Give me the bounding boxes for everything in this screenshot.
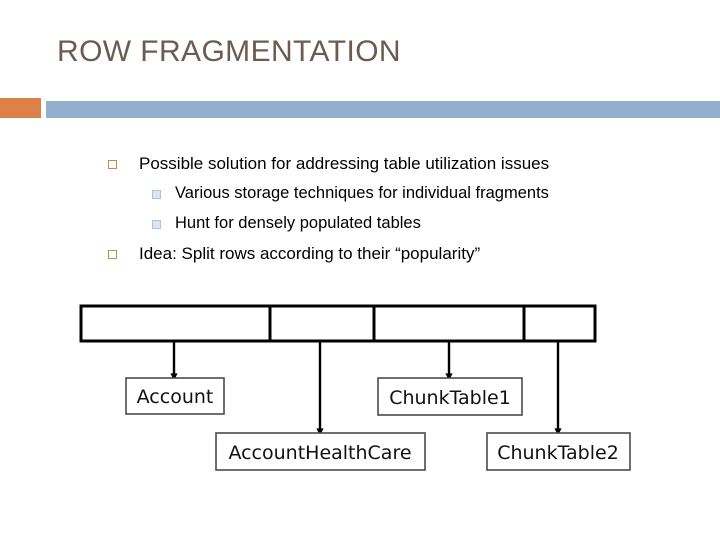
- bullet-item-2: Various storage techniques for individua…: [0, 182, 720, 212]
- account-box-outline: [125, 377, 225, 415]
- chunk-table-2-box-outline: [486, 432, 631, 471]
- target-box-chunk-table-1: ChunkTable1: [377, 377, 523, 416]
- account-health-care-box-outline: [215, 432, 426, 471]
- target-box-account-health-care: AccountHealthCare: [215, 432, 426, 471]
- target-box-chunk-table-2: ChunkTable2: [486, 432, 631, 471]
- square-bullet-icon: [108, 160, 117, 169]
- account-box-label: Account: [137, 386, 214, 408]
- account-health-care-box-label: AccountHealthCare: [228, 442, 411, 464]
- square-bullet-icon: [152, 190, 161, 199]
- bullet-list: Possible solution for addressing table u…: [0, 152, 720, 272]
- chunk-table-1-box-label: ChunkTable1: [389, 387, 511, 409]
- square-bullet-icon: [108, 250, 117, 259]
- bullet-item-4-label: Idea: Split rows according to their “pop…: [139, 244, 481, 263]
- square-bullet-icon: [152, 220, 161, 229]
- page-title: ROW FRAGMENTATION: [57, 35, 401, 68]
- bullet-item-1: Possible solution for addressing table u…: [0, 152, 720, 182]
- bullet-item-4: Idea: Split rows according to their “pop…: [0, 242, 720, 272]
- title-rule-orange-accent: [0, 98, 41, 118]
- source-row-outline: [79, 304, 597, 343]
- bullet-item-3: Hunt for densely populated tables: [0, 212, 720, 242]
- title-rule-blue-bar: [46, 101, 720, 118]
- source-row: [79, 304, 597, 343]
- bullet-item-1-label: Possible solution for addressing table u…: [139, 154, 550, 173]
- chunk-table-2-box-label: ChunkTable2: [497, 442, 619, 464]
- target-box-account: Account: [125, 377, 225, 415]
- diagram-connectors: [170, 341, 562, 436]
- chunk-table-1-box-outline: [377, 377, 523, 416]
- bullet-item-2-label: Various storage techniques for individua…: [175, 184, 549, 202]
- bullet-item-3-label: Hunt for densely populated tables: [175, 214, 421, 232]
